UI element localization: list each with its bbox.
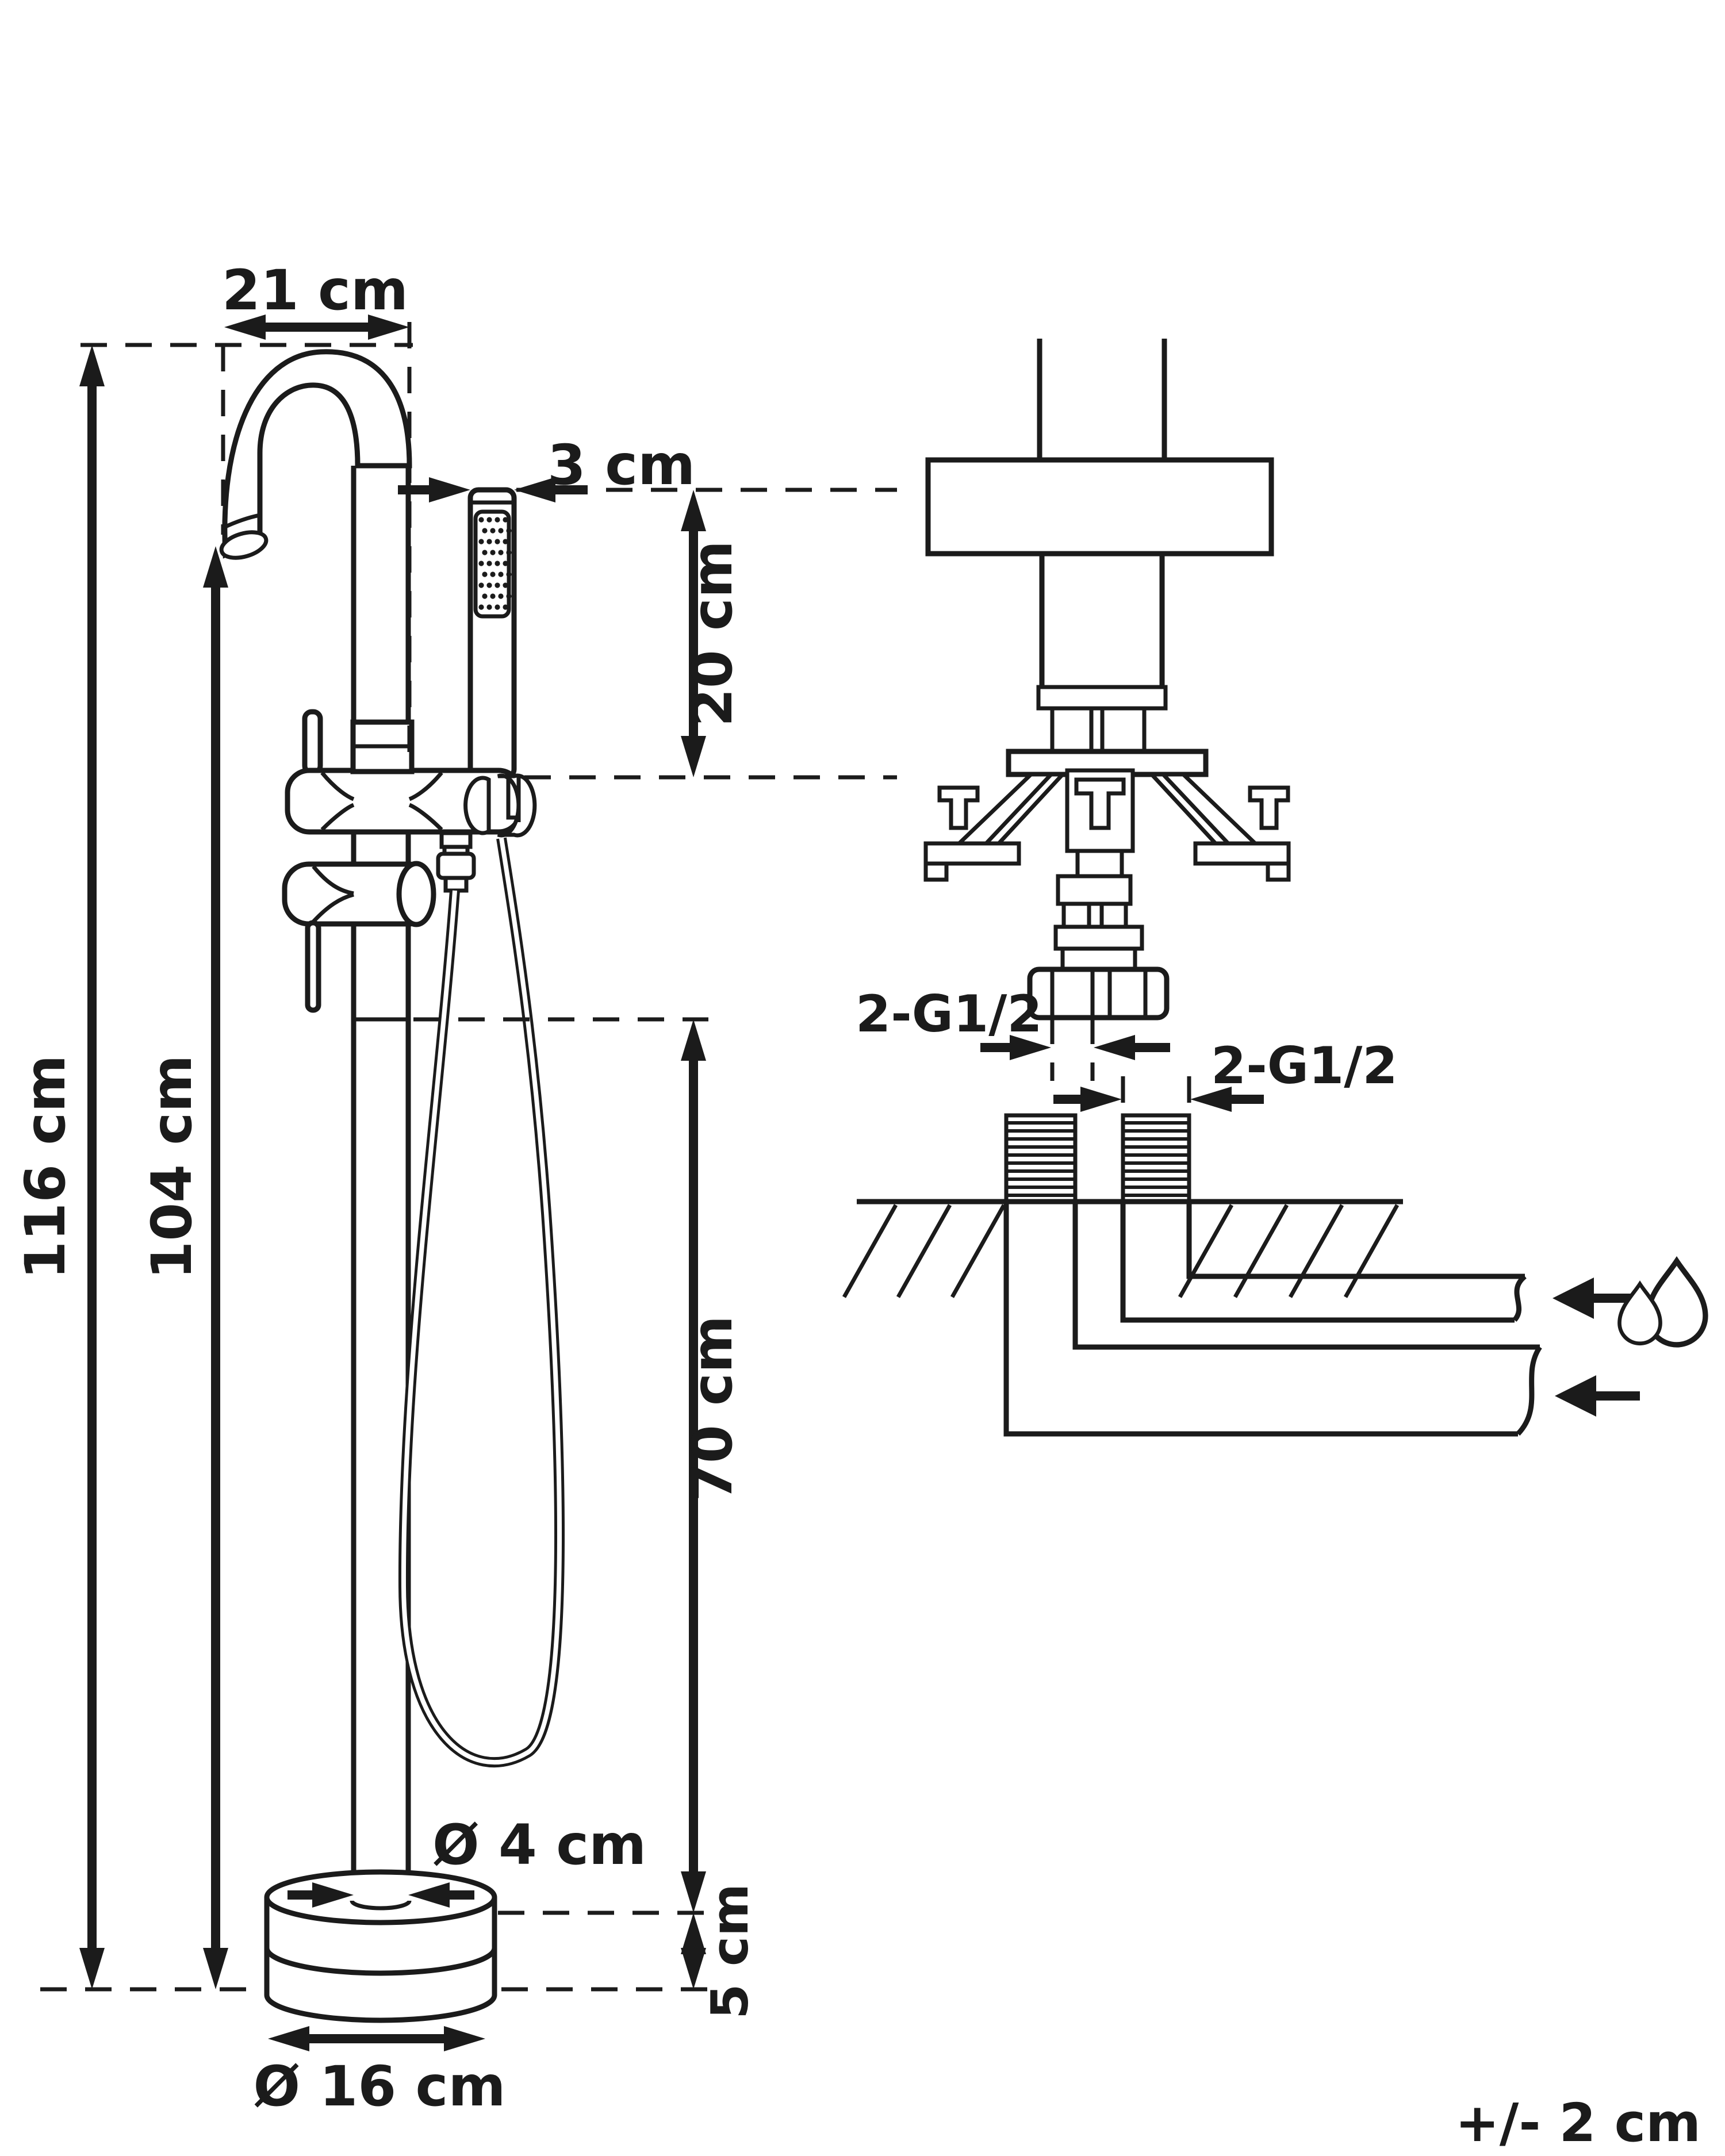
spout-reach-label: 21 cm	[222, 258, 408, 323]
shower-holder	[463, 773, 537, 838]
inlet-arrows	[1552, 1278, 1640, 1417]
lower-knob	[396, 861, 436, 927]
floor-connection-detail	[842, 1113, 1708, 1437]
dimension-shower-width: 3 cm	[398, 433, 695, 502]
dimension-total-height: 116 cm	[13, 345, 105, 1989]
hose-height-label: 70 cm	[680, 1315, 745, 1502]
hand-shower	[467, 487, 517, 780]
shower-height-label: 20 cm	[680, 540, 745, 727]
connection-annotations: 2-G1/2 2-G1/2	[856, 984, 1398, 1119]
spray-dots	[478, 517, 512, 610]
spray-face	[473, 509, 511, 619]
floor-mounting-detail	[923, 339, 1291, 1021]
faucet-front-view	[219, 349, 565, 2023]
lower-valve-body	[282, 861, 436, 1013]
inlet-connection-label: 2-G1/2	[856, 984, 1042, 1044]
pipe-break-upper	[1512, 1274, 1527, 1322]
supply-pipes	[1003, 1202, 1542, 1437]
water-drops-icon	[1617, 1256, 1708, 1348]
left-foot	[923, 841, 1021, 866]
gooseneck-spout	[219, 349, 412, 560]
floor-connection-label: 2-G1/2	[1211, 1036, 1398, 1095]
anchor-bolts	[937, 768, 1290, 853]
right-foot	[1193, 841, 1291, 866]
spout-aerator-line	[222, 513, 260, 530]
threaded-pipe-left	[1006, 1121, 1075, 1197]
hose-connector	[436, 831, 476, 893]
dimension-spout-reach: 21 cm	[222, 258, 409, 340]
hose-nut	[436, 851, 476, 880]
union-nut	[1027, 966, 1170, 1021]
dimension-base-diameter: Ø 16 cm	[254, 2026, 506, 2119]
dimension-annotations: 116 cm 104 cm 21 cm 3 cm	[13, 258, 897, 2119]
floor-hatching	[842, 1204, 1400, 1298]
shower-width-label: 3 cm	[547, 433, 695, 497]
dimension-base-height: 5 cm	[681, 1883, 760, 2019]
dimension-shower-height: 20 cm	[680, 490, 745, 777]
base-diameter-label: Ø 16 cm	[254, 2054, 506, 2119]
column-diameter-label: Ø 4 cm	[432, 1813, 646, 1877]
total-height-label: 116 cm	[13, 1055, 78, 1280]
clamp-legs	[923, 772, 1291, 882]
spout-height-label: 104 cm	[140, 1055, 204, 1280]
dimension-column-diameter: Ø 4 cm	[288, 1813, 646, 1908]
mixer-body	[285, 709, 537, 893]
threaded-pipe-right	[1123, 1121, 1189, 1197]
dimension-spout-height: 104 cm	[140, 546, 228, 1989]
lower-lever-rod	[305, 920, 321, 1013]
shower-hose	[398, 837, 565, 1767]
tolerance-note: +/- 2 cm	[1455, 2092, 1701, 2154]
upper-lever	[302, 709, 323, 776]
dimension-hose-height: 70 cm	[680, 1019, 745, 1913]
mounting-flange	[925, 457, 1274, 557]
base-height-label: 5 cm	[700, 1883, 760, 2019]
pedestal-base	[264, 1869, 497, 2023]
spout-outlet	[219, 530, 269, 560]
tailpiece-stack	[1027, 851, 1170, 1021]
pipe-break-lower	[1516, 1345, 1542, 1436]
riser-column	[351, 466, 411, 1901]
